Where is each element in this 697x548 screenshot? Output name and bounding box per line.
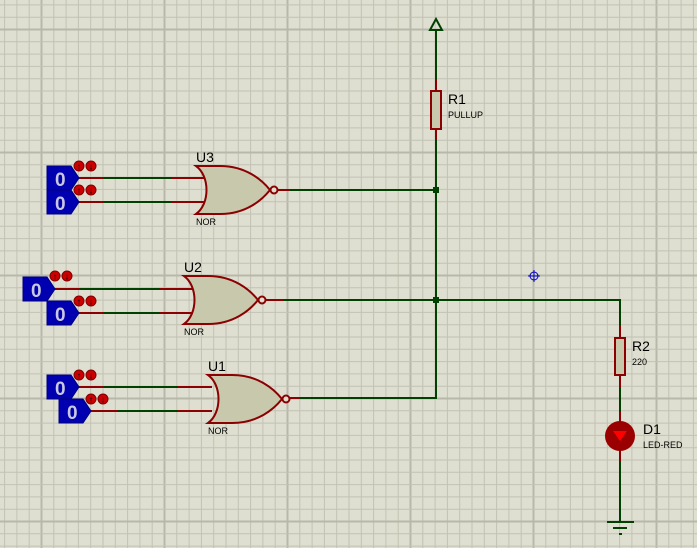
- toggle-down-arrow-icon[interactable]: ↓: [85, 184, 97, 196]
- logic-state-body: [22, 276, 56, 302]
- svg-text:↓: ↓: [89, 162, 94, 172]
- svg-text:↑: ↑: [77, 371, 82, 381]
- svg-text:↑: ↑: [53, 272, 58, 282]
- toggle-up-arrow-icon[interactable]: ↑: [85, 393, 97, 405]
- resistor-body: [614, 337, 626, 376]
- logic-state-body: [46, 374, 80, 400]
- logic-state-input[interactable]: 0 ↑ ↓: [22, 270, 73, 302]
- toggle-down-arrow-icon[interactable]: ↓: [97, 393, 109, 405]
- toggle-up-arrow-icon[interactable]: ↑: [73, 160, 85, 172]
- power-terminal[interactable]: [428, 16, 444, 31]
- logic-state-body: [46, 300, 80, 326]
- power-arrow-icon: [428, 16, 444, 31]
- resistor-body: [430, 90, 442, 130]
- logic-state-value: 0: [55, 379, 66, 400]
- svg-text:↓: ↓: [89, 186, 94, 196]
- wires: [55, 30, 621, 522]
- svg-text:↓: ↓: [101, 395, 106, 405]
- svg-text:↑: ↑: [89, 395, 94, 405]
- logic-state-value: 0: [55, 194, 66, 215]
- gate-body: [180, 275, 260, 325]
- svg-text:↓: ↓: [89, 371, 94, 381]
- resistor-ref-label: R2: [632, 338, 650, 354]
- toggle-up-arrow-icon[interactable]: ↑: [73, 295, 85, 307]
- toggle-down-arrow-icon[interactable]: ↓: [85, 369, 97, 381]
- resistor-ref-label: R1: [448, 91, 466, 107]
- gate-body: [192, 165, 272, 215]
- gate-type-label: NOR: [196, 217, 217, 227]
- logic-state-input[interactable]: 0 ↑ ↓: [58, 393, 109, 424]
- junction-dot: [433, 297, 439, 303]
- led-ref-label: D1: [643, 421, 661, 437]
- toggle-up-arrow-icon[interactable]: ↑: [73, 369, 85, 381]
- toggle-down-arrow-icon[interactable]: ↓: [85, 295, 97, 307]
- gate-type-label: NOR: [208, 426, 229, 436]
- svg-text:↓: ↓: [65, 272, 70, 282]
- resistor-r2[interactable]: R2 220: [614, 337, 650, 376]
- cursor-crosshair-icon: [528, 270, 540, 282]
- toggle-up-arrow-icon[interactable]: ↑: [49, 270, 61, 282]
- toggle-down-arrow-icon[interactable]: ↓: [85, 160, 97, 172]
- gate-ref-label: U1: [208, 358, 226, 374]
- svg-text:↑: ↑: [77, 162, 82, 172]
- toggle-down-arrow-icon[interactable]: ↓: [61, 270, 73, 282]
- inversion-bubble: [257, 295, 267, 305]
- inversion-bubble: [281, 394, 291, 404]
- junction-dot: [433, 187, 439, 193]
- logic-state-body: [46, 165, 80, 191]
- inversion-bubble: [269, 185, 279, 195]
- svg-text:↓: ↓: [89, 297, 94, 307]
- logic-state-body: [58, 398, 92, 424]
- gate-type-label: NOR: [184, 327, 205, 337]
- logic-state-value: 0: [67, 403, 78, 424]
- led-value-label: LED-RED: [643, 440, 683, 450]
- logic-state-value: 0: [55, 305, 66, 326]
- led-d1[interactable]: D1 LED-RED: [605, 421, 683, 451]
- logic-state-input[interactable]: 0 ↑ ↓: [46, 369, 97, 400]
- ground-terminal[interactable]: [607, 521, 634, 535]
- logic-state-value: 0: [31, 281, 42, 302]
- resistor-value-label: PULLUP: [448, 110, 483, 120]
- led-arrow-icon: [613, 431, 627, 441]
- logic-state-input[interactable]: 0 ↑ ↓: [46, 184, 97, 215]
- logic-state-value: 0: [55, 170, 66, 191]
- resistor-r1[interactable]: R1 PULLUP: [430, 90, 483, 130]
- gate-ref-label: U3: [196, 149, 214, 165]
- svg-text:↑: ↑: [77, 297, 82, 307]
- logic-state-body: [46, 189, 80, 215]
- logic-state-input[interactable]: 0 ↑ ↓: [46, 160, 97, 191]
- logic-state-input[interactable]: 0 ↑ ↓: [46, 295, 97, 326]
- gate-body: [204, 374, 284, 424]
- resistor-value-label: 220: [632, 357, 647, 367]
- svg-text:↑: ↑: [77, 186, 82, 196]
- gate-ref-label: U2: [184, 259, 202, 275]
- toggle-up-arrow-icon[interactable]: ↑: [73, 184, 85, 196]
